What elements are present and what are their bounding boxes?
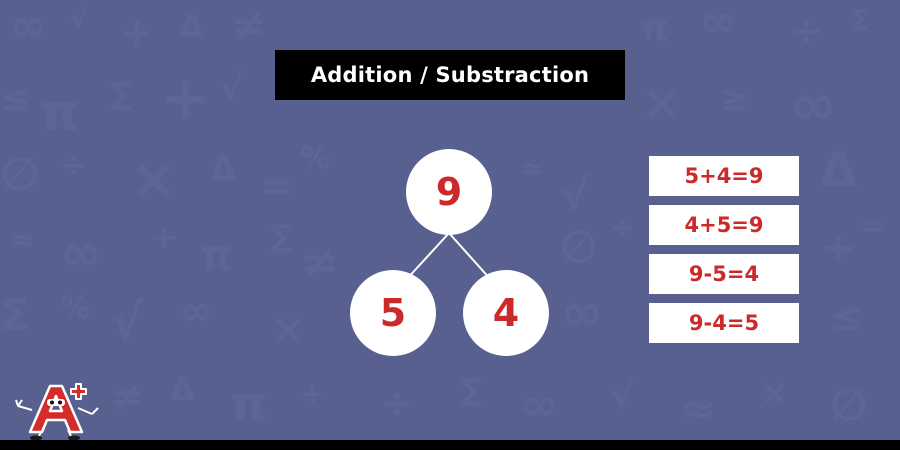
svg-text:×: × [760, 373, 789, 413]
svg-text:≥: ≥ [720, 79, 749, 119]
svg-text:+: + [820, 222, 857, 273]
svg-text:∑: ∑ [460, 373, 482, 408]
a-plus-mascot-icon [12, 378, 102, 441]
svg-text:÷: ÷ [610, 211, 635, 246]
fact-card: 9-5=4 [649, 254, 799, 294]
svg-text:∑: ∑ [270, 219, 292, 254]
svg-text:Δ: Δ [180, 9, 204, 44]
svg-text:√: √ [610, 376, 635, 417]
fact-card: 4+5=9 [649, 205, 799, 245]
svg-text:∅: ∅ [830, 380, 868, 431]
fact-card: 5+4=9 [649, 156, 799, 196]
svg-text:∞: ∞ [700, 0, 737, 47]
svg-text:≈: ≈ [520, 151, 545, 186]
svg-text:∞: ∞ [180, 288, 213, 334]
bottom-bar [0, 440, 900, 450]
svg-text:÷: ÷ [60, 146, 87, 184]
svg-text:Σ: Σ [0, 290, 30, 341]
svg-text:%: % [60, 291, 90, 326]
svg-text:÷: ÷ [790, 8, 824, 54]
part-left-value: 5 [379, 291, 407, 335]
svg-text:∞: ∞ [60, 224, 102, 282]
svg-text:Δ: Δ [170, 370, 195, 408]
svg-text:≠: ≠ [110, 374, 144, 420]
svg-text:√: √ [220, 69, 243, 109]
svg-text:%: % [300, 141, 330, 176]
svg-text:π: π [40, 84, 80, 142]
svg-text:+: + [300, 377, 325, 412]
svg-text:≤: ≤ [830, 294, 864, 340]
svg-text:∞: ∞ [520, 377, 558, 431]
svg-text:∑: ∑ [110, 77, 132, 112]
svg-text:√: √ [110, 294, 144, 352]
svg-text:∞: ∞ [790, 73, 837, 138]
svg-text:∅: ∅ [0, 147, 39, 201]
number-bond-part-right: 4 [463, 270, 549, 356]
svg-text:≠: ≠ [300, 235, 339, 289]
whole-value: 9 [435, 170, 463, 214]
svg-text:√: √ [70, 5, 88, 35]
svg-text:Δ: Δ [210, 149, 237, 189]
svg-text:+: + [160, 63, 210, 133]
svg-text:+: + [120, 10, 154, 56]
part-right-value: 4 [492, 291, 520, 335]
svg-text:∞: ∞ [560, 283, 603, 343]
svg-text:π: π [640, 8, 668, 49]
fact-card: 9-4=5 [649, 303, 799, 343]
svg-text:=: = [260, 164, 294, 210]
svg-text:+: + [150, 217, 179, 257]
svg-text:π: π [200, 231, 233, 280]
svg-text:Δ: Δ [820, 142, 857, 198]
svg-text:×: × [270, 304, 307, 355]
svg-text:∞: ∞ [10, 0, 47, 51]
svg-text:=: = [860, 209, 885, 244]
number-bond-part-left: 5 [350, 270, 436, 356]
svg-text:÷: ÷ [380, 380, 414, 426]
svg-text:×: × [640, 73, 684, 133]
fact-family-list: 5+4=9 4+5=9 9-5=4 9-4=5 [649, 156, 799, 352]
svg-text:π: π [230, 376, 268, 432]
svg-text:Σ: Σ [850, 4, 869, 37]
svg-text:≠: ≠ [230, 0, 267, 51]
svg-text:≈: ≈ [680, 384, 717, 435]
svg-text:∅: ∅ [560, 222, 598, 273]
page-title: Addition / Substraction [275, 50, 625, 100]
svg-text:≤: ≤ [0, 78, 30, 119]
svg-text:≈: ≈ [10, 223, 35, 258]
svg-text:√: √ [560, 170, 590, 221]
number-bond-whole: 9 [406, 149, 492, 235]
svg-text:×: × [130, 147, 177, 212]
